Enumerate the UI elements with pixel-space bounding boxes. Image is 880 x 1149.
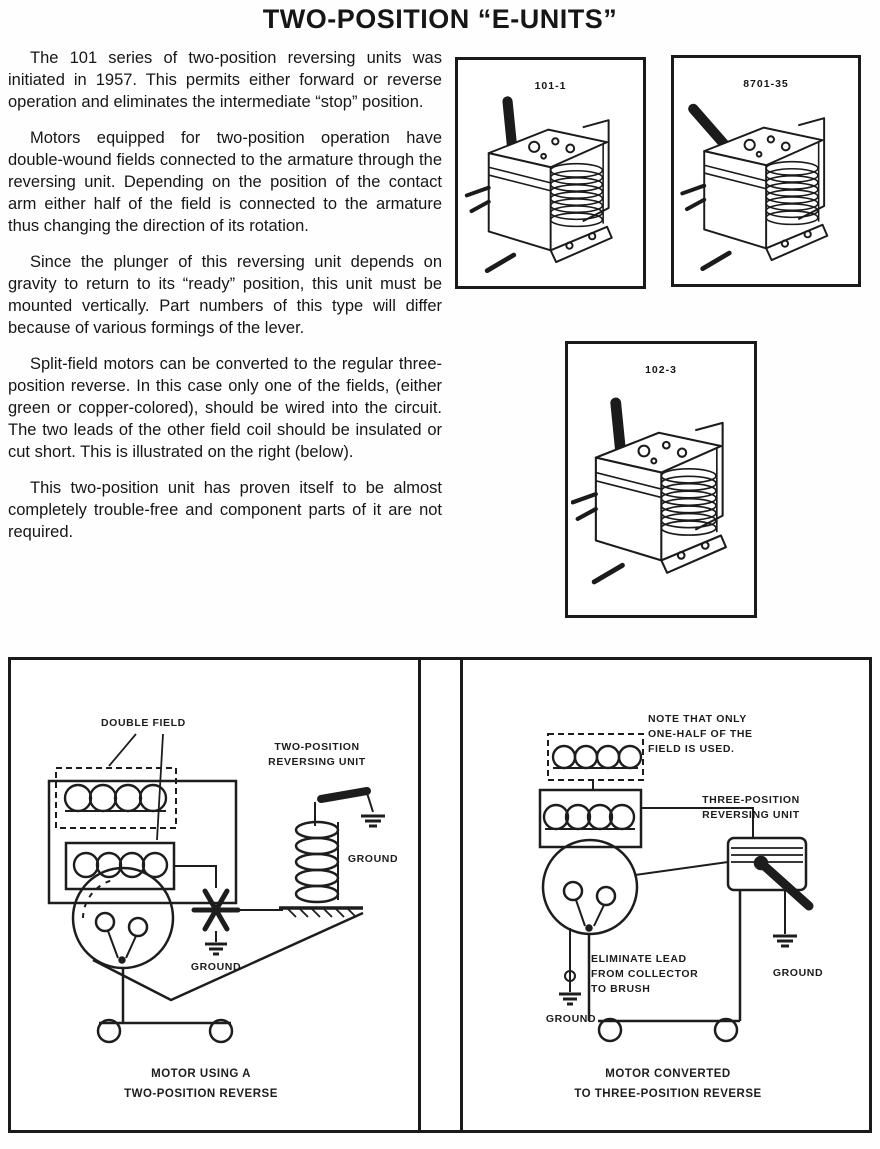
page-title: TWO-POSITION “E-UNITS” bbox=[262, 4, 618, 34]
right-diagram-caption: MOTOR CONVERTED TO THREE-POSITION REVERS… bbox=[574, 1068, 762, 1100]
figure-label: 8701-35 bbox=[743, 78, 789, 90]
ground-label: GROUND bbox=[545, 1013, 597, 1025]
paragraph-4: Split-field motors can be converted to t… bbox=[8, 355, 442, 461]
panel-divider-right bbox=[460, 660, 463, 1130]
figure-box-102-3: 102-3 bbox=[565, 341, 757, 618]
three-position-unit-label: THREE-POSITION REVERSING UNIT bbox=[702, 794, 800, 821]
paragraph-2: Motors equipped for two-position operati… bbox=[8, 129, 442, 235]
paragraph-3: Since the plunger of this reversing unit… bbox=[8, 253, 442, 337]
ground-label: GROUND bbox=[347, 853, 399, 865]
paragraph-1: The 101 series of two-position reversing… bbox=[8, 49, 442, 111]
two-position-wiring-diagram: DOUBLE FIELD TWO-POSITION REVERSING UNIT… bbox=[11, 660, 418, 1130]
panel-divider-left bbox=[418, 660, 421, 1130]
half-field-note-label: NOTE THAT ONLY ONE-HALF OF THE FIELD IS … bbox=[648, 713, 753, 755]
three-position-schematic-drawing bbox=[538, 733, 814, 1043]
two-position-schematic-drawing bbox=[47, 733, 385, 1044]
paragraph-5: This two-position unit has proven itself… bbox=[8, 479, 442, 541]
e-unit-illustration-icon bbox=[674, 103, 852, 282]
e-unit-illustration-icon bbox=[571, 397, 745, 597]
left-diagram-caption: MOTOR USING A TWO-POSITION REVERSE bbox=[124, 1068, 278, 1100]
three-position-wiring-diagram: NOTE THAT ONLY ONE-HALF OF THE FIELD IS … bbox=[463, 660, 869, 1130]
double-field-label: DOUBLE FIELD bbox=[101, 717, 186, 729]
ground-label: GROUND bbox=[772, 967, 824, 979]
figure-box-101-1: 101-1 bbox=[455, 57, 646, 289]
figure-box-8701-35: 8701-35 bbox=[671, 55, 861, 287]
two-position-unit-label: TWO-POSITION REVERSING UNIT bbox=[268, 741, 366, 768]
ground-label: GROUND bbox=[190, 961, 242, 973]
eliminate-lead-label: ELIMINATE LEAD FROM COLLECTOR TO BRUSH bbox=[591, 953, 699, 995]
figure-label: 101-1 bbox=[534, 80, 567, 92]
figure-label: 102-3 bbox=[645, 364, 677, 376]
wiring-diagram-panel: DOUBLE FIELD TWO-POSITION REVERSING UNIT… bbox=[8, 657, 872, 1133]
body-text-column: The 101 series of two-position reversing… bbox=[8, 47, 442, 557]
e-unit-illustration-icon bbox=[458, 96, 637, 284]
